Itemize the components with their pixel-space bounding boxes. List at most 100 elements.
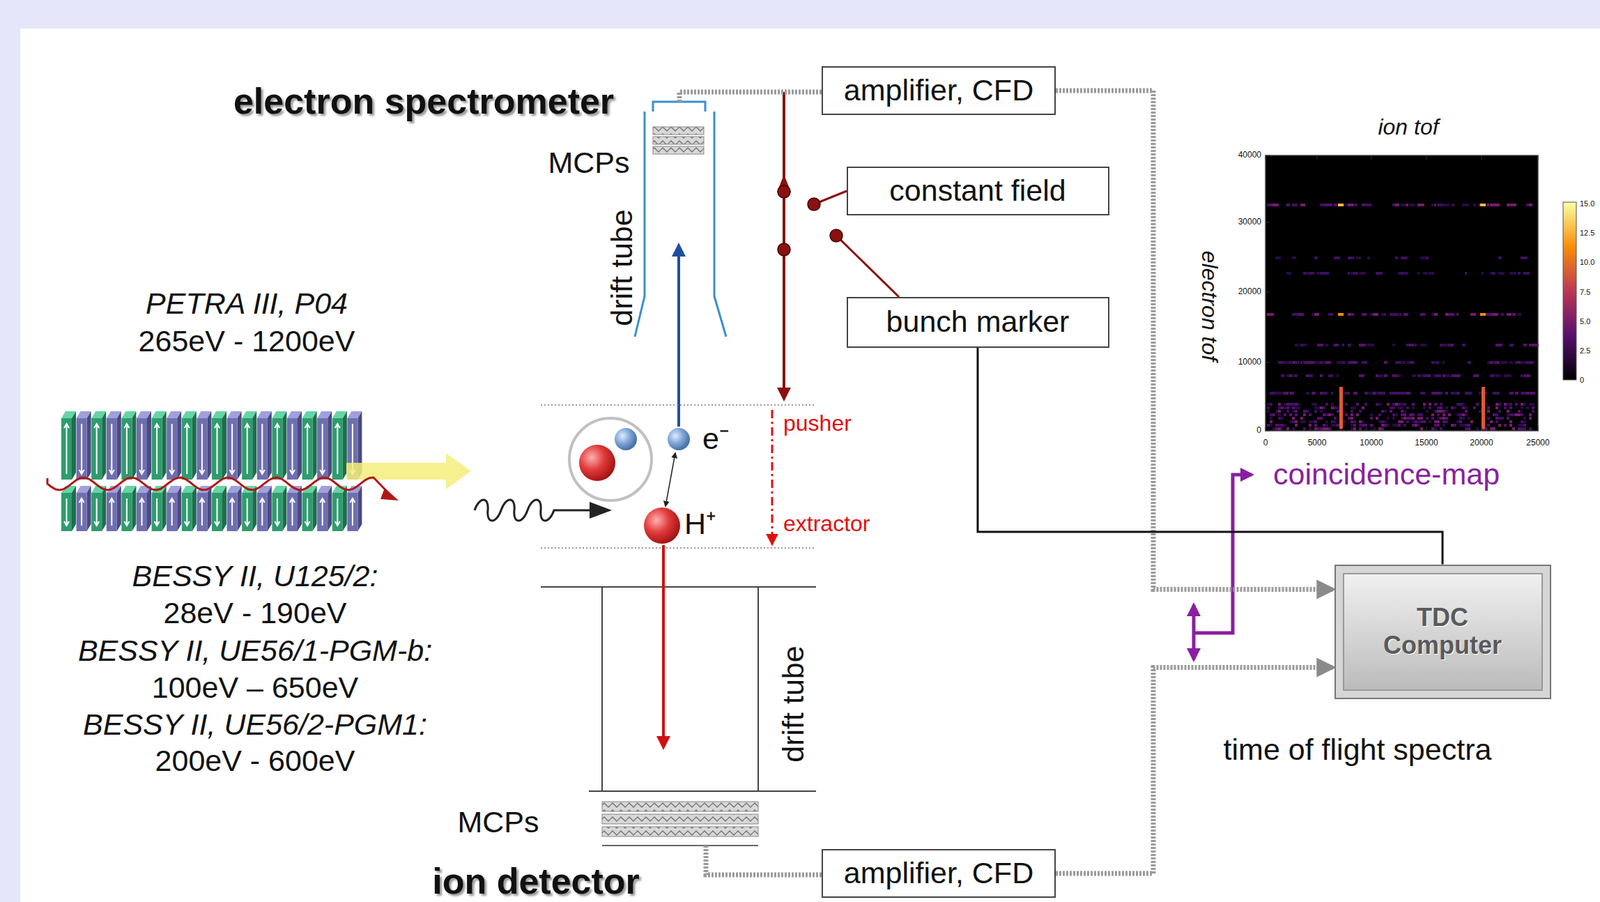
- heatmap-cell: [1503, 402, 1507, 406]
- heatmap-cell: [1378, 413, 1382, 417]
- heatmap-cell: [1361, 312, 1367, 316]
- heatmap-cell: [1314, 406, 1318, 410]
- heatmap-cell: [1331, 420, 1334, 423]
- heatmap-cell: [1456, 391, 1460, 395]
- magnet-block: [282, 411, 287, 480]
- heatmap-cell: [1272, 203, 1279, 207]
- heatmap-cell: [1445, 406, 1449, 410]
- electrode-label: extractor: [783, 511, 870, 536]
- heatmap-cell: [1367, 343, 1375, 347]
- field-arrow: [141, 498, 143, 526]
- box-text: constant field: [889, 174, 1066, 207]
- heatmap-cell: [1395, 360, 1402, 364]
- heatmap-cell: [1331, 402, 1334, 406]
- heatmap-cell: [1280, 423, 1284, 427]
- heatmap-cell: [1389, 312, 1396, 316]
- heatmap-cell: [1434, 360, 1437, 364]
- heatmap-cell: [1266, 312, 1274, 316]
- heatmap-cell: [1512, 203, 1517, 207]
- heatmap-cell: [1317, 427, 1320, 430]
- heatmap-cell: [1442, 423, 1446, 427]
- heatmap-cell: [1291, 402, 1295, 406]
- heatmap-cell: [1266, 406, 1270, 410]
- magnet-block: [162, 485, 167, 532]
- heatmap-cell: [1278, 427, 1281, 430]
- heatmap-cell: [1325, 360, 1332, 364]
- heatmap-cell: [1439, 406, 1443, 410]
- field-arrow: [289, 498, 295, 503]
- heatmap-cell: [1492, 271, 1495, 275]
- heatmap-cell: [1489, 420, 1493, 423]
- heatmap-cell: [1434, 374, 1442, 378]
- heatmap-cell: [1314, 427, 1318, 430]
- heatmap-cell: [1331, 413, 1334, 417]
- field-arrow: [171, 498, 173, 526]
- heatmap-cell: [1495, 402, 1499, 406]
- heatmap-cell: [1420, 413, 1423, 417]
- field-arrow: [66, 498, 68, 526]
- magnet-block: [347, 492, 358, 532]
- heatmap-cell: [1344, 402, 1348, 406]
- heatmap-cell: [1266, 423, 1270, 427]
- heatmap-cell: [1392, 423, 1396, 427]
- heatmap-cell: [1498, 256, 1502, 260]
- heatmap-cell: [1317, 271, 1320, 275]
- heatmap-cell: [1459, 416, 1463, 420]
- heatmap-cell: [1445, 391, 1449, 395]
- heatmap-cell: [1509, 406, 1513, 410]
- heatmap-cell: [1464, 391, 1472, 395]
- heatmap-cell: [1417, 423, 1421, 427]
- heatmap-cell: [1331, 391, 1334, 395]
- heatmap-cell: [1489, 374, 1495, 378]
- heatmap-cell: [1475, 427, 1479, 430]
- heatmap-cell: [1303, 427, 1306, 430]
- magnet-block: [147, 485, 152, 532]
- heatmap-cell: [1278, 413, 1281, 417]
- heatmap-cell: [1514, 413, 1518, 417]
- trigger-line: [977, 347, 1443, 565]
- field-arrow: [141, 423, 143, 474]
- heatmap-cell: [1308, 427, 1312, 430]
- heatmap-cell: [1520, 413, 1524, 417]
- heatmap-cell: [1526, 406, 1529, 410]
- magnet-block: [237, 485, 242, 532]
- heatmap-cell: [1372, 427, 1376, 430]
- field-arrow: [139, 469, 145, 474]
- heatmap-cell: [1336, 409, 1340, 413]
- output-label: coincidence-map: [1273, 457, 1500, 491]
- heatmap-cell: [1403, 416, 1407, 420]
- heatmap-cell: [1439, 409, 1443, 413]
- heatmap-cell: [1453, 374, 1461, 378]
- heatmap-cell: [1400, 256, 1408, 260]
- heatmap-cell: [1462, 413, 1465, 417]
- heatmap-cell: [1487, 409, 1490, 413]
- field-arrow: [79, 498, 85, 503]
- heatmap-cell: [1456, 413, 1460, 417]
- heatmap-cell: [1425, 409, 1429, 413]
- heatmap-cell: [1331, 423, 1334, 427]
- heatmap-cell: [1375, 402, 1379, 406]
- heatmap-cell: [1480, 312, 1486, 316]
- heatmap-cell: [1487, 203, 1490, 207]
- heatmap-cell: [1462, 203, 1469, 207]
- heatmap-cell: [1526, 360, 1534, 364]
- heatmap-cell: [1325, 427, 1329, 430]
- heatmap-cell: [1353, 420, 1357, 423]
- heatmap-cell: [1328, 312, 1334, 316]
- heatmap-cell: [1417, 416, 1421, 420]
- magnet-block: [327, 485, 332, 532]
- tick-label: 15000: [1414, 438, 1438, 448]
- heatmap-cell: [1509, 402, 1513, 406]
- heatmap-cell: [1289, 374, 1295, 378]
- heatmap-cell: [1350, 413, 1354, 417]
- heatmap-cell: [1333, 256, 1341, 260]
- heatmap-cell: [1498, 402, 1502, 406]
- heatmap-cell: [1347, 416, 1351, 420]
- heatmap-cell: [1375, 271, 1383, 275]
- field-arrow: [124, 521, 129, 526]
- heatmap-cell: [1409, 203, 1415, 207]
- electron-trajectory: [380, 487, 399, 501]
- heatmap-cell: [1450, 203, 1456, 207]
- heatmap-cell: [1442, 360, 1445, 364]
- tick-label: 20000: [1469, 438, 1493, 448]
